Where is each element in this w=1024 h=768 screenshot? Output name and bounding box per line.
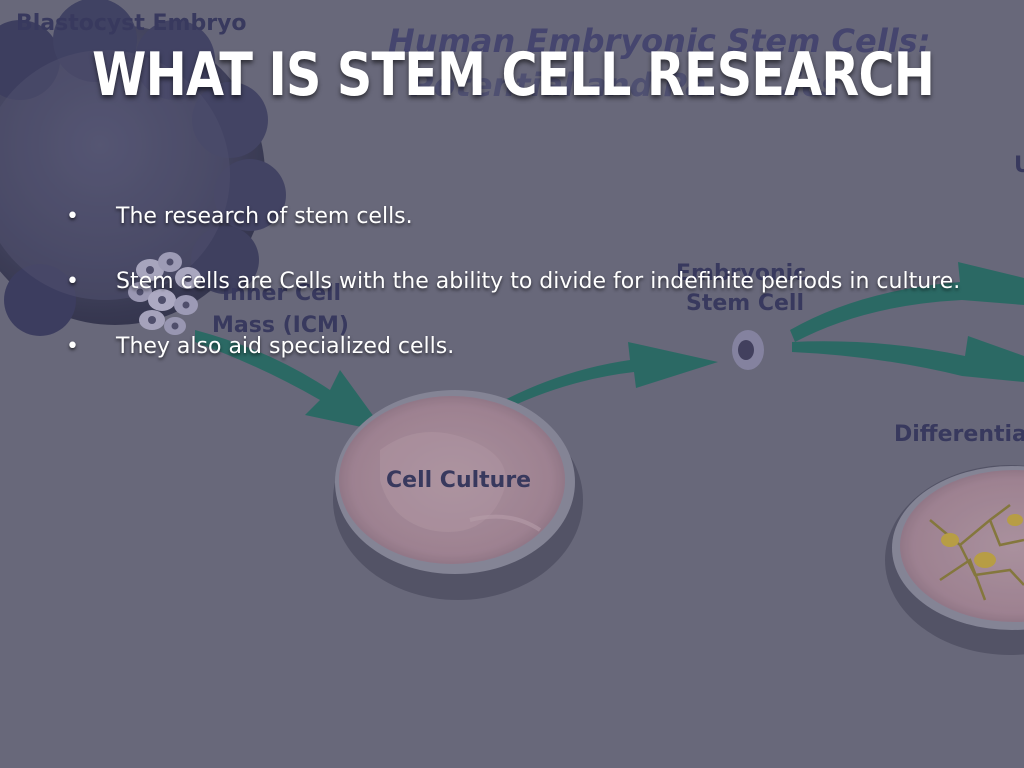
inner-cell-mass-icon — [128, 252, 201, 335]
bullet-marker: • — [66, 269, 79, 294]
embryonic-stem-cell-icon — [732, 330, 764, 370]
arrows — [195, 262, 1024, 432]
bullet-text: Stem cells are Cells with the ability to… — [116, 269, 961, 294]
bullet-list: • The research of stem cells. • Stem cel… — [62, 197, 1002, 392]
arrow-esc-to-top-right-icon — [790, 262, 1024, 342]
bullet-item: • They also aid specialized cells. — [62, 327, 1002, 392]
esc-label-line1: Embryonic — [676, 261, 806, 286]
bullet-text: The research of stem cells. — [116, 204, 413, 229]
arrow-culture-to-esc-icon — [495, 342, 718, 412]
bullet-marker: • — [66, 334, 79, 359]
diagram-title-line1: Human Embryonic Stem Cells: — [388, 22, 931, 60]
bullet-item: • Stem cells are Cells with the ability … — [62, 262, 1002, 327]
bullet-marker: • — [66, 204, 79, 229]
icm-label-line1: Inner Cell — [222, 281, 341, 306]
cell-culture-dish-icon — [333, 390, 583, 600]
icm-label-line2: Mass (ICM) — [212, 313, 349, 338]
diagram-edge-fragment: U — [1014, 153, 1024, 178]
blastocyst-embryo-icon — [0, 0, 286, 336]
differentiated-label: Differentiat — [894, 422, 1024, 447]
differentiated-cells-dish-icon — [885, 465, 1024, 655]
bullet-item: • The research of stem cells. — [62, 197, 1002, 262]
blastocyst-label: Blastocyst Embryo — [16, 11, 247, 36]
slide-title: WHAT IS STEM CELL RESEARCH — [92, 40, 935, 110]
bullet-text: They also aid specialized cells. — [116, 334, 455, 359]
arrow-esc-to-right-icon — [792, 336, 1024, 382]
diagram-title-line2: Potential and Pa... ...ics — [410, 66, 840, 104]
arrow-icm-to-culture-icon — [195, 330, 385, 432]
culture-label: Cell Culture — [386, 468, 531, 493]
esc-label-line2: Stem Cell — [686, 291, 804, 316]
